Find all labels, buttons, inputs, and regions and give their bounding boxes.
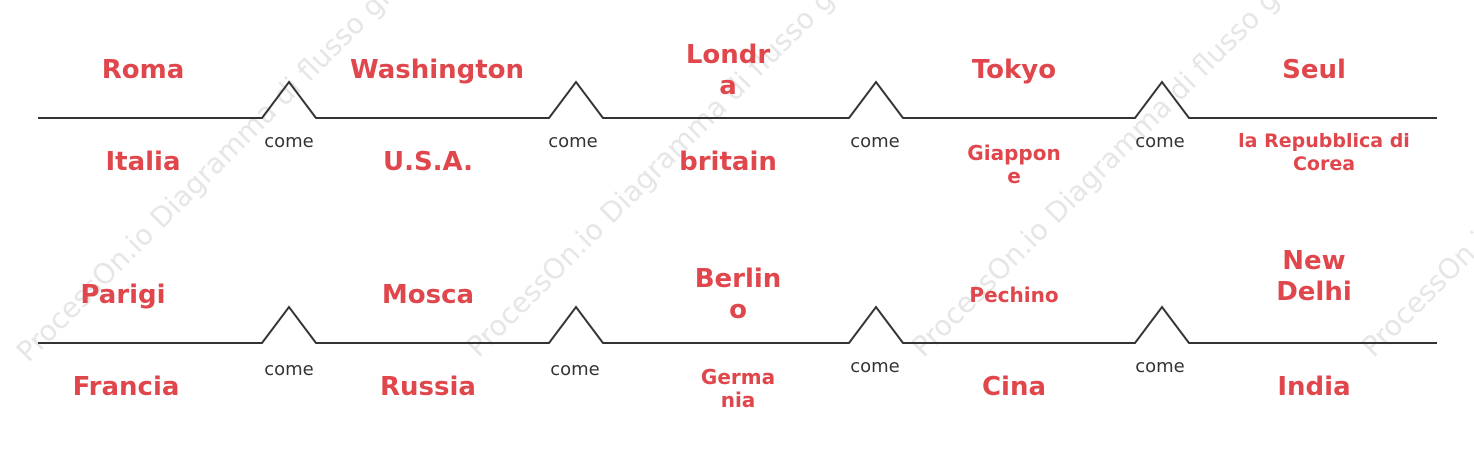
row-2-term-5-bottom: India	[1277, 372, 1351, 402]
row-2-connector	[38, 305, 1437, 344]
row-1-line	[38, 80, 1437, 119]
relation-label: come	[1135, 131, 1185, 152]
row-2-term-3-bottom: Germania	[700, 365, 776, 412]
row-1-connector	[38, 80, 1437, 119]
row-1-term-2-top: Washington	[349, 55, 525, 85]
row-1-term-5-bottom: la Repubblica di Corea	[1238, 130, 1410, 175]
row-2-term-1-top: Parigi	[80, 280, 166, 310]
row-2-term-3-top: Berlino	[694, 264, 782, 326]
row-1-term-4-top: Tokyo	[971, 55, 1057, 85]
row-1-term-5-top: Seul	[1282, 55, 1346, 85]
row-1-term-1-top: Roma	[101, 55, 185, 85]
row-1-term-3-bottom: britain	[679, 147, 777, 177]
row-2-term-4-top: Pechino	[969, 283, 1059, 307]
row-2-term-2-top: Mosca	[381, 280, 475, 310]
relation-label: come	[1135, 356, 1185, 377]
row-1-term-3-top: Londra	[685, 40, 771, 102]
relation-label: come	[548, 131, 598, 152]
relation-label: come	[850, 131, 900, 152]
relation-label: come	[850, 356, 900, 377]
row-1-term-2-bottom: U.S.A.	[382, 147, 474, 177]
row-2-term-1-bottom: Francia	[72, 372, 180, 402]
row-2-term-4-bottom: Cina	[981, 372, 1047, 402]
row-2-term-5-top: New Delhi	[1276, 246, 1352, 308]
row-1-term-4-bottom: Giappone	[967, 141, 1061, 188]
row-2-term-2-bottom: Russia	[380, 372, 476, 402]
relation-label: come	[264, 359, 314, 380]
relation-label: come	[550, 359, 600, 380]
row-2-line	[38, 305, 1437, 344]
relation-label: come	[264, 131, 314, 152]
row-1-term-1-bottom: Italia	[105, 147, 181, 177]
